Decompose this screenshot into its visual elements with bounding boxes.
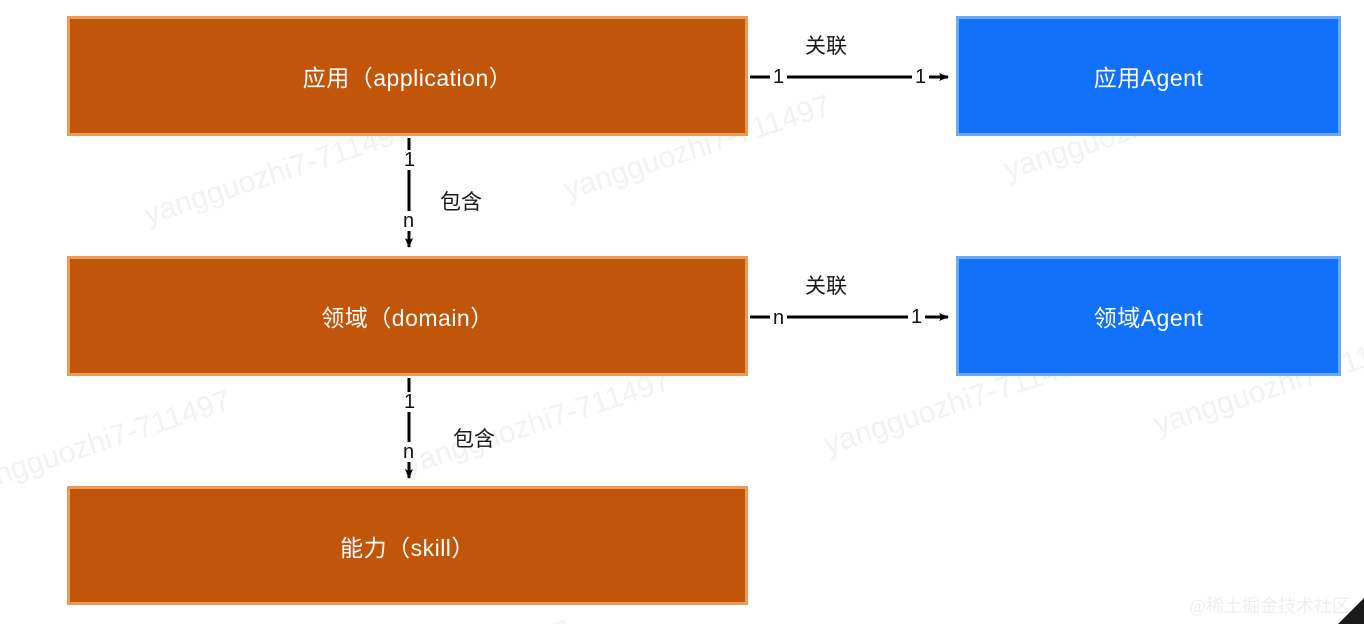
watermark-tile: yangguozhi7-711497 xyxy=(400,364,675,482)
node-domain-agent-label: 领域Agent xyxy=(1093,305,1204,331)
watermark-tile: yangguozhi7-711497 xyxy=(0,384,235,502)
corner-fold-decoration xyxy=(1338,598,1364,624)
node-domain-label: 领域（domain） xyxy=(321,305,494,331)
cardinality-domain-source: n xyxy=(770,308,788,328)
cardinality-domain-target: 1 xyxy=(908,307,926,327)
watermark-corner: @稀土掘金技术社区 xyxy=(1189,596,1350,616)
node-application-agent[interactable]: 应用Agent xyxy=(956,16,1341,136)
cardinality-contains2-target: n xyxy=(400,442,418,462)
cardinality-contains1-source: 1 xyxy=(401,150,419,170)
node-application-agent-label: 应用Agent xyxy=(1093,65,1204,91)
node-skill[interactable]: 能力（skill） xyxy=(67,486,748,605)
edge-label-app-to-domain: 包含 xyxy=(440,191,482,214)
watermark-tile: yangguozhi7-711497 xyxy=(300,614,575,624)
edge-label-domain-to-skill: 包含 xyxy=(453,428,495,451)
node-skill-label: 能力（skill） xyxy=(340,534,475,561)
node-domain[interactable]: 领域（domain） xyxy=(67,256,748,376)
node-application[interactable]: 应用（application） xyxy=(67,16,748,136)
node-domain-agent[interactable]: 领域Agent xyxy=(956,256,1341,376)
node-application-label: 应用（application） xyxy=(302,65,513,91)
cardinality-contains1-target: n xyxy=(400,211,418,231)
edge-label-app-to-app-agent: 关联 xyxy=(805,35,847,58)
edge-label-domain-to-domain-agent: 关联 xyxy=(805,275,847,298)
cardinality-contains2-source: 1 xyxy=(401,392,419,412)
cardinality-app-source: 1 xyxy=(770,67,788,87)
cardinality-app-target: 1 xyxy=(912,67,930,87)
